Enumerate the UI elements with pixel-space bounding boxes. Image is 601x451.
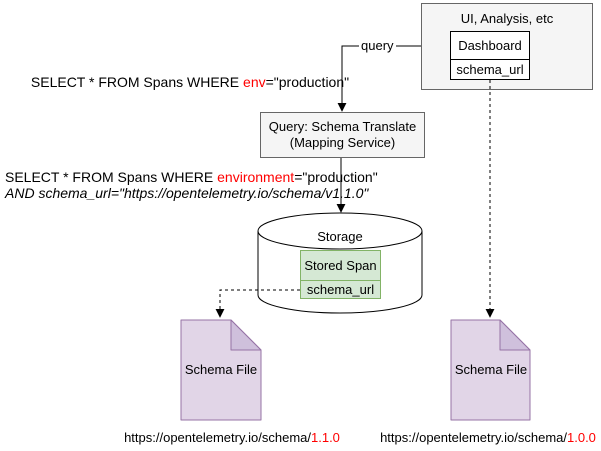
sql-translated-prefix: SELECT * FROM Spans WHERE xyxy=(5,169,218,185)
schema-url-left-base: https://opentelemetry.io/schema/ xyxy=(124,430,311,445)
query-edge-label: query xyxy=(359,38,396,53)
schema-translate-line1: Query: Schema Translate xyxy=(268,119,417,134)
sql-simple-prefix: SELECT * FROM Spans WHERE xyxy=(30,74,244,90)
schema-url-right-version: 1.0.0 xyxy=(567,430,596,445)
query-arrow xyxy=(337,45,421,112)
sql-query-translated: SELECT * FROM Spans WHERE environment="p… xyxy=(5,169,378,201)
ui-analysis-node: UI, Analysis, etc Dashboard schema_url xyxy=(421,3,593,90)
sql-translated-highlight: environment xyxy=(217,169,295,185)
sql-simple-suffix: ="production" xyxy=(265,74,350,90)
schema-url-left-version: 1.1.0 xyxy=(311,430,340,445)
ui-schema-url-node: schema_url xyxy=(450,59,530,80)
dashboard-node: Dashboard xyxy=(450,31,530,60)
schema-url-right: https://opentelemetry.io/schema/1.0.0 xyxy=(328,430,601,446)
schema-translate-node: Query: Schema Translate (Mapping Service… xyxy=(260,112,425,158)
sql-translated-line1: SELECT * FROM Spans WHERE environment="p… xyxy=(5,169,378,186)
stored-span-node: Stored Span xyxy=(300,250,381,281)
schema-url-right-base: https://opentelemetry.io/schema/ xyxy=(380,430,567,445)
storage-title: Storage xyxy=(317,229,363,244)
schema-file-right-label: Schema File xyxy=(454,362,528,377)
schema-url-left: https://opentelemetry.io/schema/1.1.0 xyxy=(72,430,392,446)
storage-to-schema-file-dashed-arrow xyxy=(215,289,300,318)
sql-query-simple: SELECT * FROM Spans WHERE env="productio… xyxy=(30,74,350,90)
schema-file-left-label: Schema File xyxy=(184,362,258,377)
sql-translated-line2: AND schema_url="https://opentelemetry.io… xyxy=(5,184,369,201)
sql-simple-highlight: env xyxy=(243,74,266,90)
schema-translate-line2: (Mapping Service) xyxy=(289,135,396,150)
schema-file-right-fold-corner xyxy=(499,319,531,351)
ui-analysis-title: UI, Analysis, etc xyxy=(460,11,554,26)
stored-schema-url-node: schema_url xyxy=(300,280,381,299)
schema-file-left-fold-corner xyxy=(230,319,262,351)
sql-translated-suffix: ="production" xyxy=(294,169,378,185)
